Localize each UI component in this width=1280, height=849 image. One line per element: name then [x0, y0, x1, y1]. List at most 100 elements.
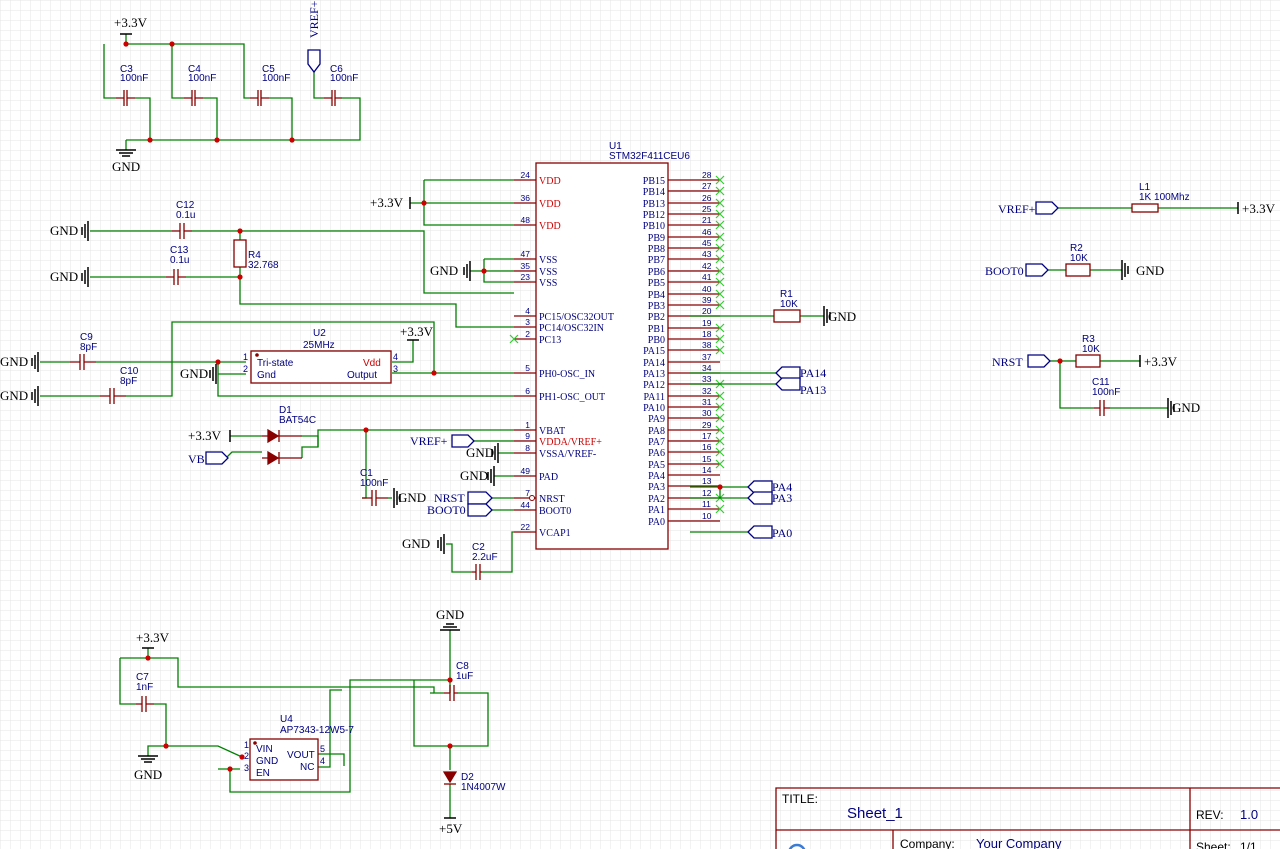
c2-value: 2.2uF [472, 552, 498, 563]
r2-body [1065, 263, 1091, 277]
nrst-port-mcu[interactable] [467, 491, 493, 505]
c12-ref: C12 [176, 200, 195, 211]
pa13-port-label: PA13 [800, 383, 826, 397]
c4-value: 100nF [188, 73, 216, 84]
u1-pin-number: 34 [702, 363, 712, 373]
u1-pin-name: PB9 [648, 233, 665, 244]
r3-supply-label: +3.3V [1144, 354, 1178, 369]
no-connect-icon [715, 232, 725, 242]
u1-pin-number: 43 [702, 249, 712, 259]
top-decoupling-group [103, 34, 361, 150]
u1-pin-name: PB0 [648, 335, 665, 346]
supply-label-top: +3.3V [114, 15, 148, 30]
sheet-title[interactable]: Sheet_1 [847, 805, 903, 822]
u2-pin4-num: 4 [393, 352, 398, 362]
d1-supply-label: +3.3V [188, 428, 222, 443]
osc-caps [70, 354, 126, 404]
u1-pin-name: PB6 [648, 267, 665, 278]
no-connect-icon [715, 175, 725, 185]
u1-pin-name: PA14 [643, 358, 665, 369]
company-value[interactable]: Your Company [976, 836, 1062, 849]
u4-nc-pin: NC [300, 762, 314, 773]
u1-pin-number: 31 [702, 397, 712, 407]
u1-pin-name: PA1 [648, 505, 665, 516]
vdd-supply-label: +3.3V [370, 195, 404, 210]
u1-pin-number: 5 [525, 363, 530, 373]
right-wiring [1048, 207, 1238, 409]
logo-icon [788, 843, 806, 849]
vb-port-label: VB [188, 452, 205, 466]
rtc-gnd-label-2: GND [50, 269, 78, 284]
u1-pin-name: VSS [539, 267, 557, 278]
c10-ref: C10 [120, 366, 139, 377]
vdd-junctions [421, 200, 487, 274]
u1-pin-name: PB15 [643, 176, 665, 187]
u1-pin-number: 22 [521, 522, 531, 532]
u1-pin-name: PB14 [643, 187, 665, 198]
pa3-port[interactable] [747, 491, 773, 505]
vss-ground-label: GND [430, 263, 458, 278]
r1-value: 10K [780, 299, 798, 310]
no-connect-icon [715, 209, 725, 219]
u1-pin-name: VDDA/VREF+ [539, 437, 602, 448]
pa13-port[interactable] [775, 377, 801, 391]
c2-ref: C2 [472, 542, 485, 553]
c5-ref: C5 [262, 64, 275, 75]
c8-value: 1uF [456, 671, 473, 682]
rev-value[interactable]: 1.0 [1240, 807, 1258, 822]
no-connect-icon [715, 504, 725, 514]
no-connect-icon [509, 334, 519, 344]
pa4-port[interactable] [747, 480, 773, 494]
u1-pin-name: PA8 [648, 426, 665, 437]
pa0-port[interactable] [747, 525, 773, 539]
u1-pin-name: PB5 [648, 278, 665, 289]
vref-port-right[interactable] [1035, 201, 1059, 215]
c7-ref: C7 [136, 672, 149, 683]
no-connect-icon [715, 402, 725, 412]
c9-value: 8pF [80, 342, 97, 353]
c10-gnd-label: GND [0, 388, 28, 403]
u1-pin-name: PA7 [648, 437, 665, 448]
no-connect-icon [715, 186, 725, 196]
u1-pin-name: VCAP1 [539, 528, 571, 539]
boot0-port-right[interactable] [1025, 263, 1049, 277]
boot0-port-mcu[interactable] [467, 503, 493, 517]
u1-pin-name: PA13 [643, 369, 665, 380]
c3-ref: C3 [120, 64, 133, 75]
u2-body [250, 350, 392, 384]
c3-value: 100nF [120, 73, 148, 84]
u1-pin-number: 30 [702, 408, 712, 418]
vref-port-mcu[interactable] [451, 434, 475, 448]
c4-ref: C4 [188, 64, 201, 75]
nrst-port-right[interactable] [1027, 354, 1051, 368]
no-connect-icon [715, 266, 725, 276]
u1-pin-name: VDD [539, 176, 561, 187]
vb-port[interactable] [205, 451, 229, 465]
u1-pin-number: 1 [525, 420, 530, 430]
osc-wiring [40, 321, 514, 397]
vref-port-top[interactable] [307, 49, 321, 74]
ground-symbol-top [116, 149, 136, 157]
no-connect-icon [715, 345, 725, 355]
u4-pin1-num: 1 [244, 740, 249, 750]
r1-gnd-symbol [823, 306, 831, 326]
ground-label-top: GND [112, 159, 140, 174]
pa14-port[interactable] [775, 366, 801, 380]
osc-junctions [215, 359, 437, 376]
pad-gnd-label: GND [460, 468, 488, 483]
u1-pin-number: 23 [521, 272, 531, 282]
